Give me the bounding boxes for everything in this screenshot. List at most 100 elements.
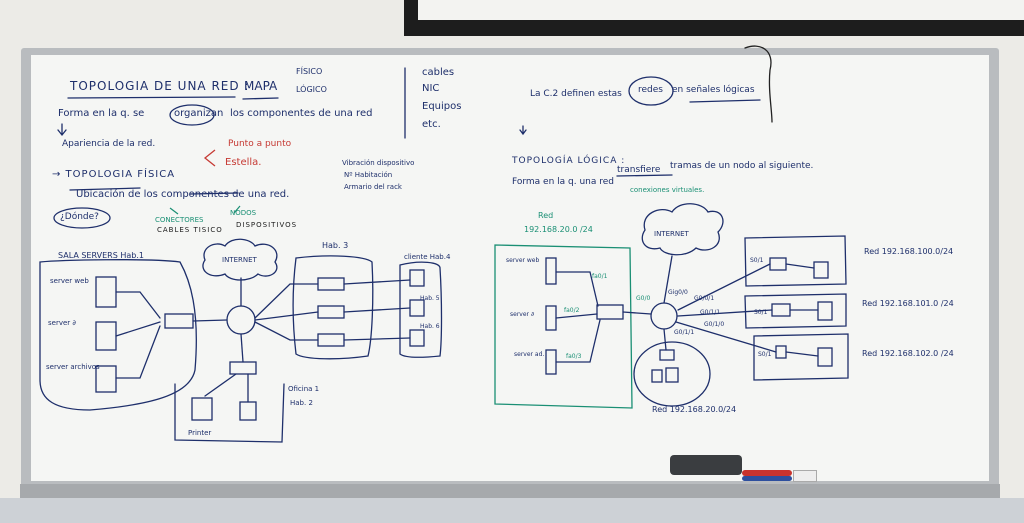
port-g011: G0/1/1 xyxy=(700,309,721,316)
forma-line: Forma en la q. se xyxy=(58,108,145,119)
server-d-label: server ∂ xyxy=(48,319,77,327)
server-web-label: server web xyxy=(50,277,89,285)
port-g00: G0/0 xyxy=(636,295,651,302)
s03-label: S0/1 xyxy=(758,351,772,358)
r-server-d xyxy=(545,305,557,331)
topologia-fisica-heading: → TOPOLOGIA FÍSICA xyxy=(52,169,176,180)
forma-red-line: Forma en la q. una red xyxy=(512,177,614,187)
sala-servers-boundary xyxy=(39,259,197,411)
r-server-web xyxy=(545,257,557,285)
redes-oval xyxy=(628,76,674,106)
port-fa02: fa0/2 xyxy=(564,307,580,314)
s01-label: S0/1 xyxy=(750,257,764,264)
port-g1: G0/1/1 xyxy=(674,329,695,336)
internet-label-left: INTERNET xyxy=(222,256,257,264)
ubicacion-rest: de los componentes de una red. xyxy=(128,189,290,200)
port-g010: G0/1/0 xyxy=(704,321,725,328)
list-item-cables: cables xyxy=(422,67,455,78)
topologia-logica-heading: TOPOLOGÍA LÓGICA : xyxy=(512,156,626,166)
oficina-label: Oficina 1 xyxy=(288,385,320,393)
conexiones-virtuales: conexiones virtuales. xyxy=(630,186,705,194)
red-marker xyxy=(742,470,792,476)
port-gig: Gig0/0 xyxy=(668,289,688,296)
apariencia-line: Apariencia de la red. xyxy=(62,139,156,149)
list-item-nic: NIC xyxy=(422,83,440,94)
tramas-line: tramas de un nodo al siguiente. xyxy=(670,161,814,171)
left-switch xyxy=(164,313,194,329)
blue-marker xyxy=(742,476,792,481)
mapa-label: MAPA xyxy=(244,79,278,93)
sala-servers-label: SALA SERVERS Hab.1 xyxy=(58,251,144,260)
server-d-box xyxy=(95,321,117,351)
punto-a-punto: Punto a punto xyxy=(228,139,292,149)
topologia-red-title: TOPOLOGIA DE UNA RED : xyxy=(70,79,250,93)
internet-label-right: INTERNET xyxy=(654,230,689,238)
hab2-label: Hab. 2 xyxy=(290,399,313,407)
eraser xyxy=(670,455,742,475)
red-20-bottom-circle xyxy=(633,341,711,407)
cliente-hab4-label: cliente Hab.4 xyxy=(404,253,451,261)
r-server-ad xyxy=(545,349,557,375)
right-title-line: La C.2 definen estas xyxy=(530,89,622,99)
port-fa03: fa0/3 xyxy=(566,353,582,360)
cables-label: CABLES TISICO xyxy=(157,226,223,234)
organizan-word: organizan xyxy=(174,108,224,119)
port-fa01: fa0/1 xyxy=(592,273,608,280)
red-100-boundary xyxy=(744,235,847,287)
whiteboard xyxy=(31,55,989,481)
transfiere-word: transfiere xyxy=(617,165,661,175)
nodos-label: NODOS xyxy=(230,209,257,217)
redes-word: redes xyxy=(638,85,663,95)
list-item-etc: etc. xyxy=(422,119,441,130)
senales-logicas: en señales lógicas xyxy=(672,85,755,95)
r-server-web-label: server web xyxy=(506,257,540,264)
server-web-box xyxy=(95,276,117,308)
red-20-boundary xyxy=(494,244,633,409)
hanging-cord xyxy=(744,45,773,123)
hab3-boundary xyxy=(292,255,374,360)
floor xyxy=(0,498,1024,523)
right-internet-cloud xyxy=(641,203,724,256)
donde-label: ¿Dónde? xyxy=(60,212,99,222)
red-102-boundary xyxy=(753,333,849,381)
vibracion-label: Vibración dispositivo xyxy=(342,159,415,167)
red-102-label: Red 192.168.102.0 /24 xyxy=(862,349,954,358)
title-underline xyxy=(67,96,236,99)
ubicacion-word: Ubicación xyxy=(76,189,125,200)
red-101-boundary xyxy=(744,293,847,329)
donde-oval xyxy=(53,207,111,229)
r-server-d-label: server ∂ xyxy=(510,311,535,318)
server-archivos-label: server archivos xyxy=(46,363,100,371)
red-20-ip: 192.168.20.0 /24 xyxy=(524,225,593,234)
s02-label: S0/1 xyxy=(754,309,768,316)
left-router xyxy=(226,305,256,335)
estrella-bracket xyxy=(203,149,216,167)
projector-screen xyxy=(418,0,1024,20)
armario-label: Armario del rack xyxy=(344,183,402,191)
left-internet-cloud xyxy=(202,238,278,281)
r-router xyxy=(650,302,678,330)
marker-tray xyxy=(20,484,1000,498)
organizan-oval xyxy=(169,104,215,126)
red-bottom-label: Red 192.168.20.0/24 xyxy=(652,405,737,414)
habitacion-label: Nº Habitación xyxy=(344,171,393,179)
conectores-label: CONECTORES xyxy=(155,216,204,224)
r-server-ad-label: server ad. xyxy=(514,351,545,358)
logico-label: LÓGICO xyxy=(296,85,327,94)
marker-cap xyxy=(793,470,817,482)
red-101-label: Red 192.168.101.0 /24 xyxy=(862,299,954,308)
hab6-label: Hab. 6 xyxy=(420,323,440,330)
estrella-label: Estella. xyxy=(225,157,262,168)
hab5-label: Hab. 5 xyxy=(420,295,440,302)
port-g01: G0/0/1 xyxy=(694,295,715,302)
red-100-label: Red 192.168.100.0/24 xyxy=(864,247,954,256)
red-label: Red xyxy=(538,211,554,220)
list-item-equipos: Equipos xyxy=(422,101,462,112)
dispositivos-label: DISPOSITIVOS xyxy=(236,221,298,229)
hab3-label: Hab. 3 xyxy=(322,241,349,250)
printer-label: Printer xyxy=(188,429,212,437)
r-switch xyxy=(596,304,624,320)
server-archivos-box xyxy=(95,365,117,393)
componentes-line: los componentes de una red xyxy=(230,108,373,119)
